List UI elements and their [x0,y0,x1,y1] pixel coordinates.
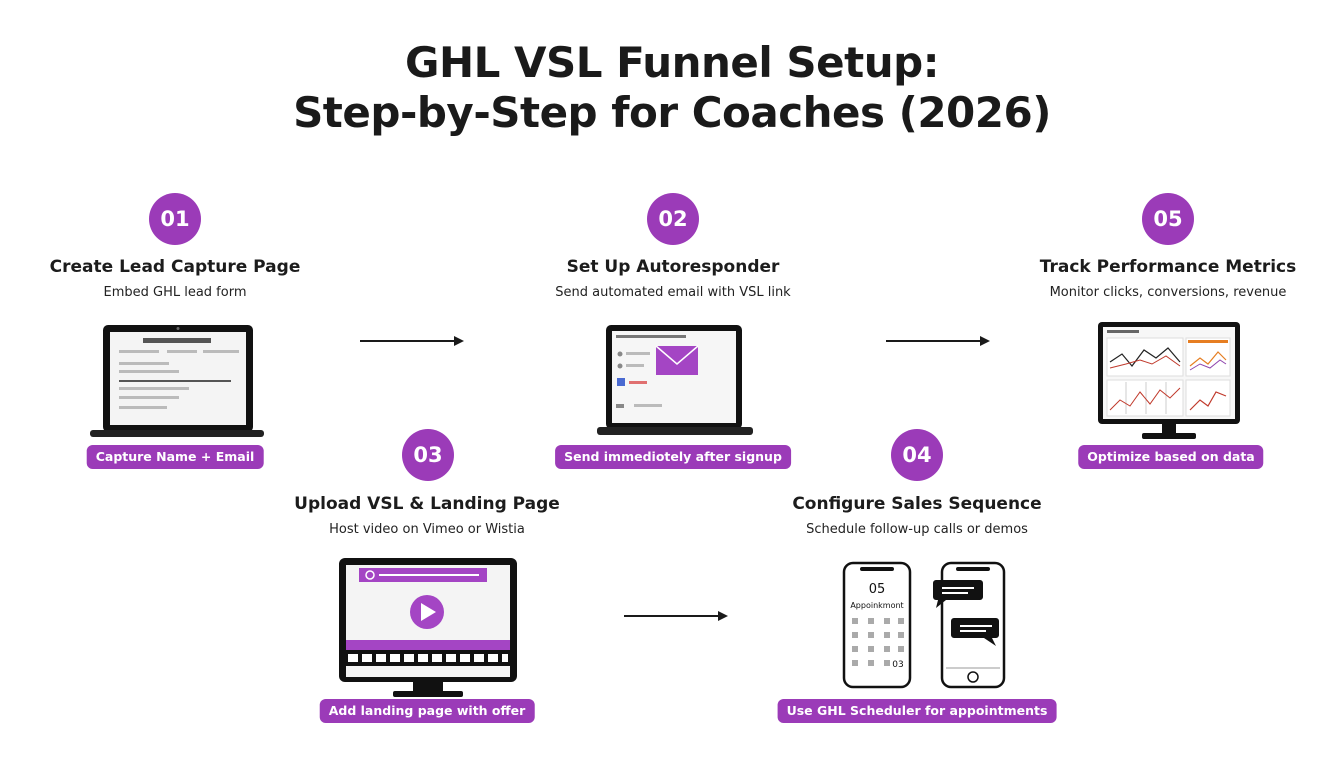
step-04-tag: Use GHL Scheduler for appointments [777,699,1057,723]
phones-calendar-chat-icon: 05 Appoinkmont 03 [842,561,1006,689]
step-05-title: Track Performance Metrics [1039,257,1297,277]
step-03-subtitle: Host video on Vimeo or Wistia [329,522,525,537]
title-line-1: GHL VSL Funnel Setup: [404,38,940,87]
monitor-video-icon [339,558,517,697]
laptop-form-icon [90,325,264,437]
phone-date: 05 [869,582,886,597]
phone-label: Appoinkmont [850,601,903,610]
step-02-badge: 02 [647,193,699,245]
step-03-badge: 03 [402,429,454,481]
step-02-title: Set Up Autoresponder [566,257,780,277]
step-01-title: Create Lead Capture Page [49,257,301,277]
phone-selected-day: 03 [892,660,903,670]
step-02: 02 Set Up Autoresponder Send automated e… [493,193,853,300]
step-04-badge: 04 [891,429,943,481]
step-02-subtitle: Send automated email with VSL link [555,285,791,300]
step-03-title: Upload VSL & Landing Page [294,494,560,514]
monitor-dashboard-icon [1098,322,1240,439]
step-05-badge: 05 [1142,193,1194,245]
arrow-right-icon [624,611,728,621]
step-03: Upload VSL & Landing Page Host video on … [247,481,607,537]
title-line-2: Step-by-Step for Coaches (2026) [293,88,1051,137]
arrow-right-icon [360,336,464,346]
arrow-right-icon [886,336,990,346]
step-01-badge: 01 [149,193,201,245]
laptop-email-icon [597,325,753,435]
step-04-title: Configure Sales Sequence [792,494,1042,514]
step-03-tag: Add landing page with offer [319,699,535,723]
step-01-subtitle: Embed GHL lead form [103,285,247,300]
step-05-subtitle: Monitor clicks, conversions, revenue [1049,285,1287,300]
step-04: Configure Sales Sequence Schedule follow… [737,481,1097,537]
page-title: GHL VSL Funnel Setup: Step-by-Step for C… [0,38,1344,138]
step-05-tag: Optimize based on data [1078,445,1264,469]
step-05: 05 Track Performance Metrics Monitor cli… [988,193,1344,300]
step-01: 01 Create Lead Capture Page Embed GHL le… [0,193,355,300]
step-01-tag: Capture Name + Email [86,445,264,469]
step-02-tag: Send immediotely after signup [555,445,791,469]
step-04-subtitle: Schedule follow-up calls or demos [806,522,1028,537]
